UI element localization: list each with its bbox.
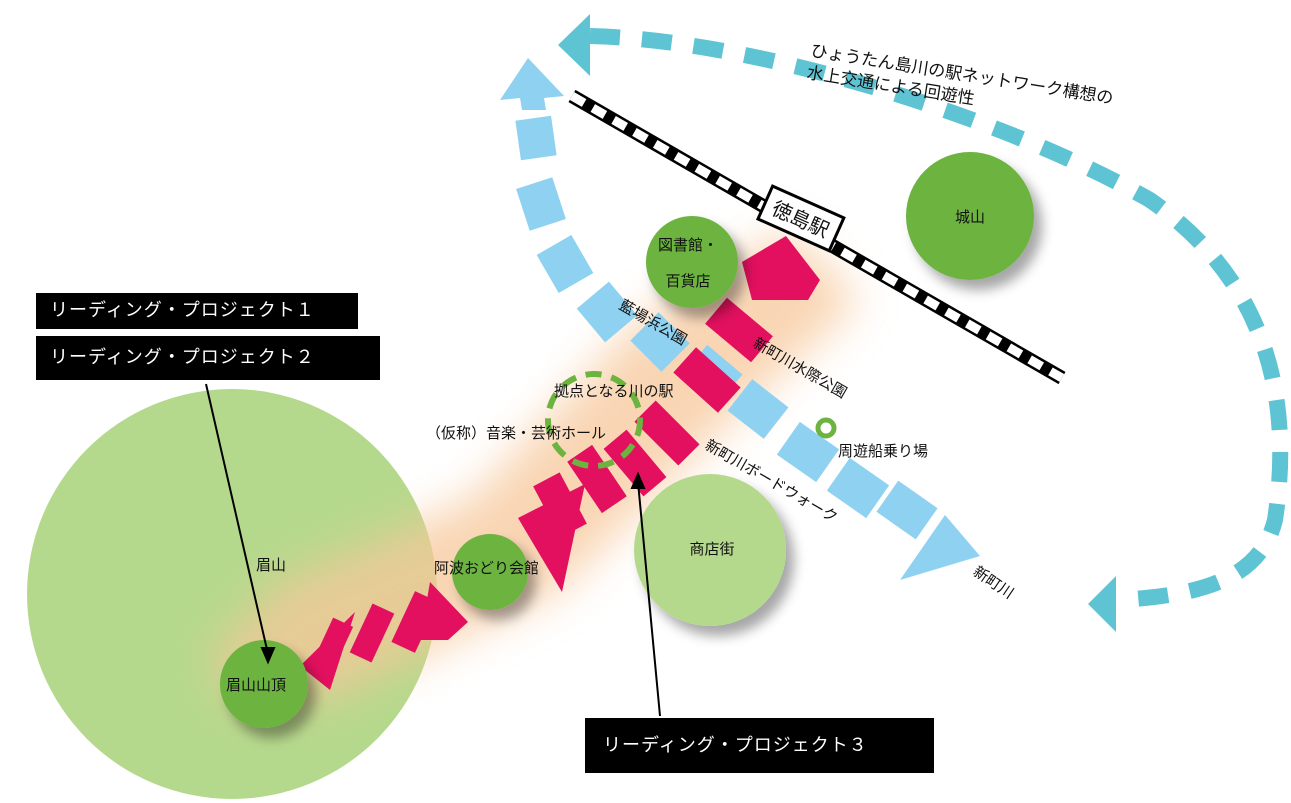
leader-lines bbox=[205, 383, 661, 717]
shopping-street-circle bbox=[634, 474, 786, 626]
boat-pier-marker bbox=[815, 417, 837, 439]
department-store-label: 百貨店 bbox=[665, 272, 710, 290]
hub-river-station-marker bbox=[545, 371, 643, 469]
mt-bizan-label: 眉山 bbox=[256, 556, 286, 574]
bizan-summit-label: 眉山山頂 bbox=[226, 676, 286, 694]
boat-pier-label: 周遊船乗り場 bbox=[838, 442, 928, 460]
leading-project-3-label: リーディング・プロジェクト３ bbox=[585, 718, 934, 773]
leading-project-2-label: リーディング・プロジェクト２ bbox=[36, 336, 380, 380]
shinmachi-river-label: 新町川 bbox=[970, 562, 1017, 602]
library-circle bbox=[646, 216, 738, 308]
boat-loop-arrowhead-top bbox=[558, 14, 590, 76]
bizan-summit-circle bbox=[220, 640, 308, 728]
castle-hill-circle bbox=[906, 152, 1034, 280]
castle-hill-label: 城山 bbox=[955, 208, 985, 226]
leading-project-1-label: リーディング・プロジェクト１ bbox=[36, 293, 358, 329]
library-label: 図書館・ bbox=[658, 236, 718, 254]
boat-network-route bbox=[589, 28, 1289, 608]
music-hall-label: （仮称）音楽・芸術ホール bbox=[426, 424, 606, 442]
orange-corridor bbox=[210, 230, 860, 700]
shopping-street-label: 商店街 bbox=[689, 540, 734, 558]
boat-loop-arrowhead-bottom bbox=[1088, 576, 1116, 632]
awa-odori-hall-label: 阿波おどり会館 bbox=[434, 559, 539, 577]
hub-river-station-label: 拠点となる川の駅 bbox=[554, 382, 674, 400]
awa-odori-hall-circle bbox=[452, 534, 528, 610]
